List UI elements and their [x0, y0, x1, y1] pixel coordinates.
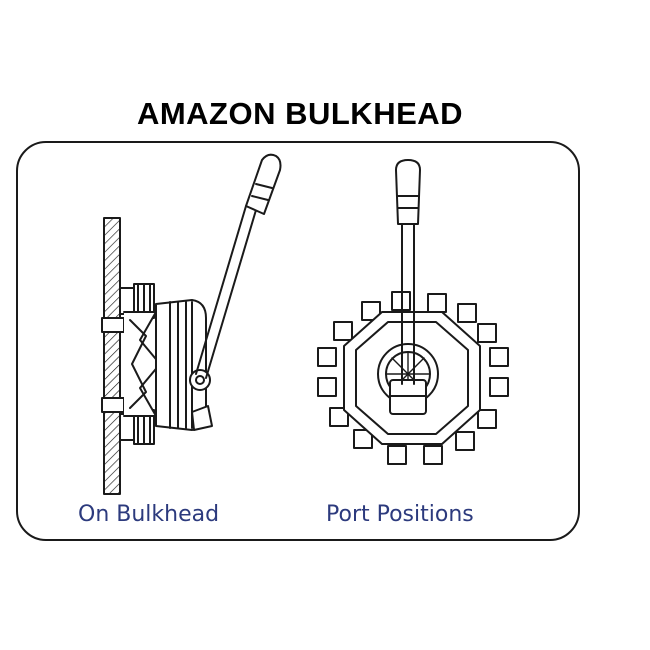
- caption-on-bulkhead: On Bulkhead: [78, 502, 220, 527]
- caption-port-positions: Port Positions: [326, 502, 474, 527]
- port-positions-pump: [317, 159, 509, 465]
- bulkhead-wall: [103, 217, 121, 495]
- side-view-pump: [101, 153, 282, 495]
- port-fittings: [317, 291, 509, 465]
- diagram-title: AMAZON BULKHEAD: [136, 96, 464, 131]
- figure-frame: [16, 141, 580, 541]
